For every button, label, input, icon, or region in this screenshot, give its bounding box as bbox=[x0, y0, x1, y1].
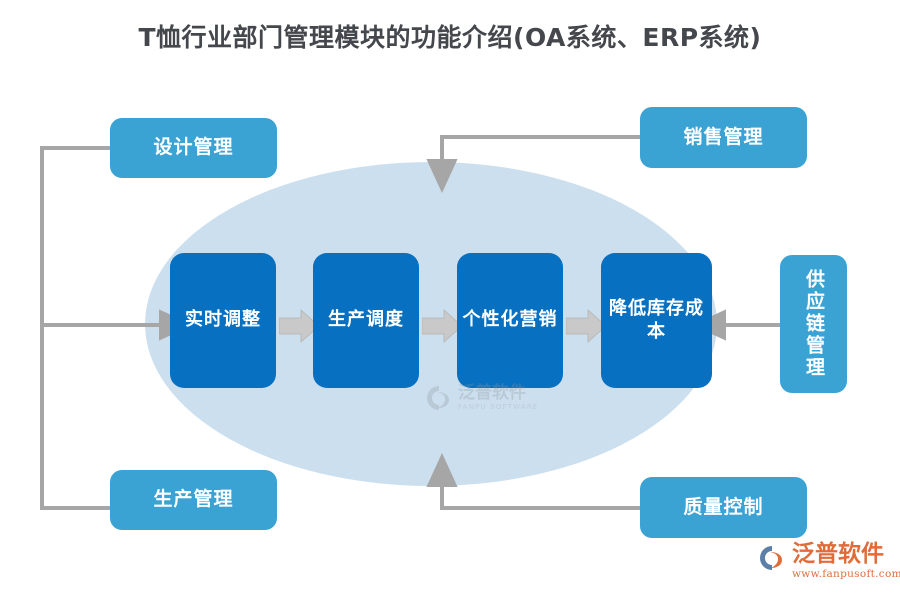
node-label: 降低库存成本 bbox=[609, 298, 704, 342]
node-sales-management[interactable]: 销售管理 bbox=[640, 107, 807, 168]
page-title: T恤行业部门管理模块的功能介绍(OA系统、ERP系统) bbox=[138, 23, 762, 52]
node-label: 供应链管理 bbox=[803, 269, 825, 379]
node-label: 质量控制 bbox=[683, 495, 764, 518]
node-supply-chain-management[interactable]: 供应链管理 bbox=[780, 255, 847, 393]
node-realtime-adjustment[interactable]: 实时调整 bbox=[170, 253, 276, 388]
brand-url: www.fanpusoft.com bbox=[792, 568, 900, 580]
node-production-management[interactable]: 生产管理 bbox=[110, 470, 277, 530]
connector-design-to-realtime bbox=[40, 146, 110, 325]
connector-production-to-realtime bbox=[40, 325, 110, 510]
fanpu-logo-icon bbox=[760, 546, 782, 570]
node-design-management[interactable]: 设计管理 bbox=[110, 118, 277, 178]
node-label: 个性化营销 bbox=[462, 309, 558, 331]
brand-logo: 泛普软件 www.fanpusoft.com bbox=[757, 543, 900, 580]
node-quality-control[interactable]: 质量控制 bbox=[640, 477, 807, 538]
connector-quality-to-center bbox=[426, 453, 640, 510]
flow-arrow-icon bbox=[279, 309, 319, 343]
brand-name: 泛普软件 bbox=[792, 541, 884, 567]
node-production-scheduling[interactable]: 生产调度 bbox=[313, 253, 419, 388]
node-personalized-marketing[interactable]: 个性化营销 bbox=[457, 253, 563, 388]
node-reduce-inventory-cost[interactable]: 降低库存成本 bbox=[601, 253, 712, 388]
flow-arrow-icon bbox=[422, 309, 462, 343]
node-label: 设计管理 bbox=[153, 136, 234, 159]
node-label: 销售管理 bbox=[683, 125, 764, 148]
connector-sales-to-center bbox=[426, 135, 640, 193]
node-label: 生产调度 bbox=[328, 309, 404, 331]
node-label: 生产管理 bbox=[153, 488, 234, 511]
flow-arrow-icon bbox=[566, 309, 606, 343]
node-label: 实时调整 bbox=[185, 309, 261, 331]
